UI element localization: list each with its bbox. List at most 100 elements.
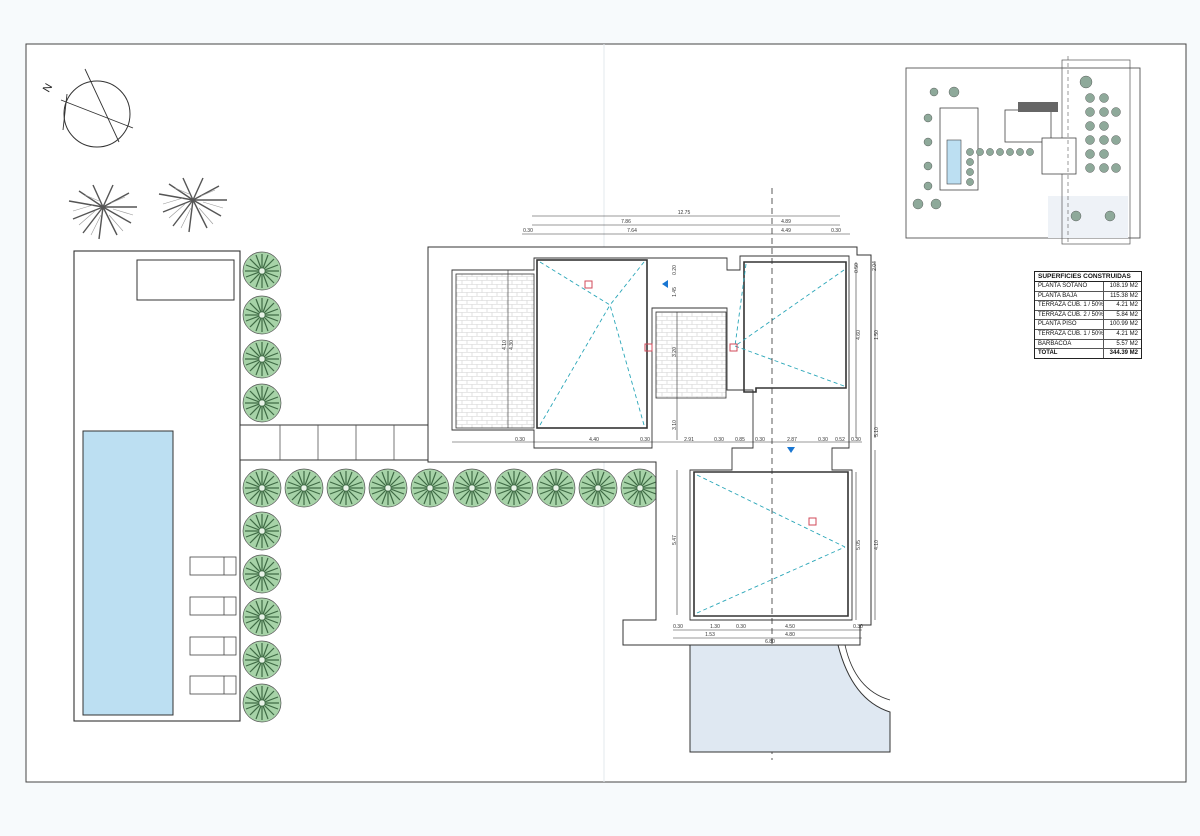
walkway [239, 424, 429, 461]
marker-icon [644, 343, 653, 352]
dim-label: 0.30 [515, 437, 525, 443]
tree-icon [368, 468, 408, 508]
dim-label: 0.20 [672, 265, 678, 275]
row-value: 5.84 M2 [1116, 311, 1138, 318]
dim-label: 0.30 [673, 624, 683, 630]
total-label: TOTAL [1035, 349, 1104, 358]
tree-icon [452, 468, 492, 508]
tree-icon [620, 468, 660, 508]
row-value: 4.21 M2 [1116, 330, 1138, 337]
dim-label: 1.30 [710, 624, 720, 630]
row-label: PLANTA SÓTANO [1035, 282, 1104, 291]
row-label: PLANTA BAJA [1035, 291, 1104, 301]
dim-label: 0.30 [714, 437, 724, 443]
dim-label: 1.53 [705, 632, 715, 638]
tree-row [284, 468, 660, 508]
dimension-lines [452, 215, 876, 639]
tree-icon [242, 511, 282, 551]
dim-label: 7.64 [627, 228, 637, 234]
dim-label: 4.89 [781, 219, 791, 225]
dim-label: 1.50 [874, 330, 880, 340]
tree-column [242, 251, 282, 723]
dim-label: 2.04 [872, 261, 878, 271]
dim-label: 5.10 [874, 427, 880, 437]
dim-label: 12.75 [678, 210, 691, 216]
dim-label: 0.85 [735, 437, 745, 443]
tree-icon [578, 468, 618, 508]
dim-label: 4.60 [856, 330, 862, 340]
dim-label: 0.30 [851, 437, 861, 443]
dim-label: 0.30 [831, 228, 841, 234]
swimming-pool [82, 430, 174, 716]
table-row: TERRAZA CUB. 1 / 50% 4.21 M2 [1035, 301, 1141, 311]
dim-label: 0.30 [640, 437, 650, 443]
table-row: BARBACOA 5.57 M2 [1035, 339, 1141, 350]
dim-label: 3.20 [672, 347, 678, 357]
room [743, 261, 847, 393]
tree-icon [242, 468, 282, 508]
covered-terrace [455, 273, 535, 429]
dim-label: 0.30 [755, 437, 765, 443]
dim-label: 0.30 [523, 228, 533, 234]
arrow-icon [662, 280, 668, 288]
dim-label: 0.50 [854, 263, 860, 273]
row-label: PLANTA PISO [1035, 320, 1104, 329]
dim-label: 4.80 [785, 632, 795, 638]
tree-icon [536, 468, 576, 508]
patio-paving [689, 644, 891, 753]
row-value: 4.21 M2 [1116, 302, 1138, 309]
dim-label: 4.50 [785, 624, 795, 630]
dim-label: 5.05 [856, 540, 862, 550]
marker-icon [808, 517, 817, 526]
table-total-row: TOTAL 344.39 M2 [1035, 349, 1141, 358]
arrow-icon [787, 447, 795, 453]
dim-label: 4.10 [874, 540, 880, 550]
dim-label: 4.30 [509, 340, 515, 350]
room [693, 471, 849, 617]
sun-lounger-icon [189, 675, 237, 695]
tree-icon [284, 468, 324, 508]
location-site-mini-map [905, 56, 1141, 245]
table-row: PLANTA SÓTANO 108.19 M2 [1035, 282, 1141, 292]
dim-label: 0.30 [736, 624, 746, 630]
pool-terrace [73, 250, 241, 722]
table-row: TERRAZA CUB. 1 / 50% 4.21 M2 [1035, 329, 1141, 340]
north-arrow-icon [60, 68, 134, 148]
house-floor-plan [427, 188, 891, 760]
sun-lounger-icon [189, 596, 237, 616]
marker-icon [729, 343, 738, 352]
tree-icon [494, 468, 534, 508]
dim-label: 4.10 [502, 340, 508, 350]
marker-icon [584, 280, 593, 289]
row-label: BARBACOA [1035, 339, 1104, 349]
table-row: PLANTA BAJA 115.38 M2 [1035, 291, 1141, 302]
dim-label: 0.30 [818, 437, 828, 443]
dim-label: 0.30 [853, 624, 863, 630]
sun-lounger-icon [189, 636, 237, 656]
dim-label: 4.40 [589, 437, 599, 443]
tree-icon [242, 339, 282, 379]
tree-icon [326, 468, 366, 508]
built-surfaces-table: SUPERFICIES CONSTRUIDAS PLANTA SÓTANO 10… [1034, 271, 1142, 359]
row-value: 115.38 M2 [1110, 292, 1138, 299]
row-label: TERRAZA CUB. 1 / 50% [1035, 301, 1104, 310]
tree-icon [410, 468, 450, 508]
tree-icon [242, 554, 282, 594]
sun-lounger-icon [189, 556, 237, 576]
dim-label: 7.86 [621, 219, 631, 225]
jacuzzi [136, 259, 235, 301]
tree-icon [242, 295, 282, 335]
table-row: PLANTA PISO 100.99 M2 [1035, 320, 1141, 330]
dim-label: 4.49 [781, 228, 791, 234]
dim-label: 5.47 [672, 535, 678, 545]
tree-icon [242, 640, 282, 680]
table-row: TERRAZA CUB. 2 / 50% 5.84 M2 [1035, 310, 1141, 321]
covered-terrace [655, 311, 727, 399]
row-label: TERRAZA CUB. 1 / 50% [1035, 329, 1104, 339]
dim-label: 2.91 [684, 437, 694, 443]
dim-label: 3.10 [672, 420, 678, 430]
dim-label: 2.87 [787, 437, 797, 443]
tree-icon [242, 597, 282, 637]
row-value: 108.19 M2 [1109, 283, 1138, 289]
